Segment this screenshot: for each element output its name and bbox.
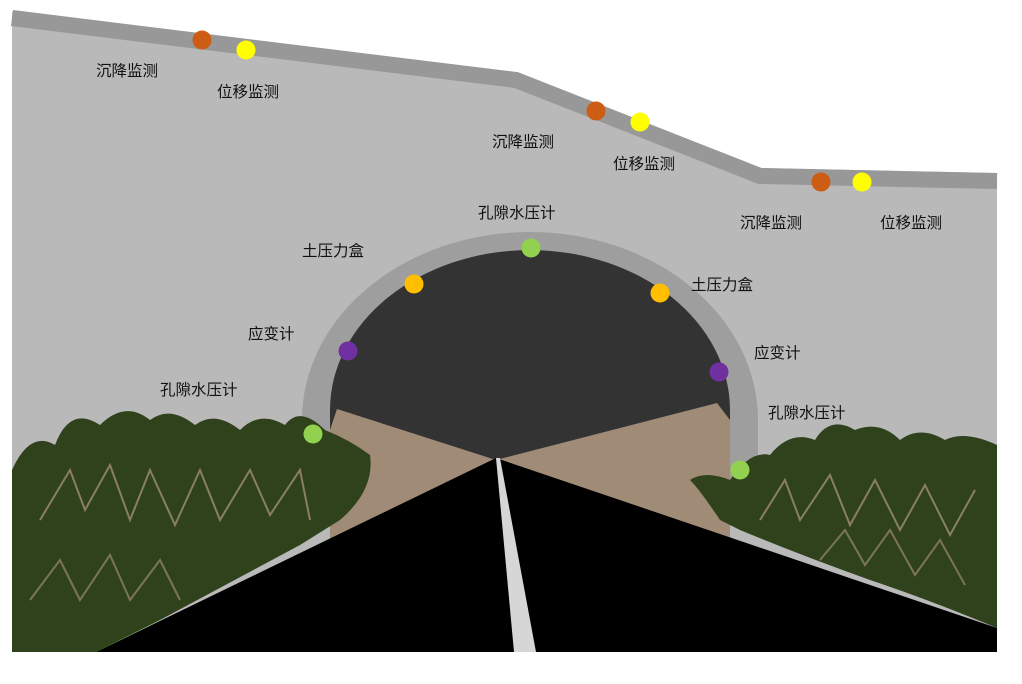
vegetation-right xyxy=(690,424,997,628)
settlement-sensor-3 xyxy=(811,172,831,192)
earth-pressure-sensor-right xyxy=(650,283,670,303)
displacement-label-3: 位移监测 xyxy=(880,214,942,232)
displacement-label-2: 位移监测 xyxy=(613,155,675,173)
strain-label-right: 应变计 xyxy=(754,343,801,362)
pore-pressure-label-top: 孔隙水压计 xyxy=(478,204,556,222)
settlement-label-1: 沉降监测 xyxy=(96,62,158,80)
strain-sensor-left xyxy=(338,341,358,361)
displacement-sensor-1 xyxy=(236,40,256,60)
earth-pressure-label-right: 土压力盒 xyxy=(691,276,754,294)
displacement-sensor-3 xyxy=(852,172,872,192)
displacement-label-1: 位移监测 xyxy=(217,83,279,101)
road xyxy=(96,458,997,652)
settlement-sensor-2 xyxy=(586,101,606,121)
vegetation-left xyxy=(12,411,371,652)
settlement-label-3: 沉降监测 xyxy=(740,214,802,232)
road-center-line xyxy=(496,458,536,652)
settlement-sensor-1 xyxy=(192,30,212,50)
pore-pressure-sensor-top xyxy=(521,238,541,258)
earth-pressure-label-left: 土压力盒 xyxy=(302,242,365,260)
strain-label-left: 应变计 xyxy=(248,324,295,343)
displacement-sensor-2 xyxy=(630,112,650,132)
pore-pressure-sensor-right xyxy=(730,460,750,480)
pore-pressure-label-right: 孔隙水压计 xyxy=(768,404,846,422)
strain-sensor-right xyxy=(709,362,729,382)
settlement-label-2: 沉降监测 xyxy=(492,133,554,151)
tunnel-right-wall xyxy=(496,403,730,540)
pore-pressure-label-left: 孔隙水压计 xyxy=(160,381,238,399)
pore-pressure-sensor-left xyxy=(303,424,323,444)
earth-pressure-sensor-left xyxy=(404,274,424,294)
